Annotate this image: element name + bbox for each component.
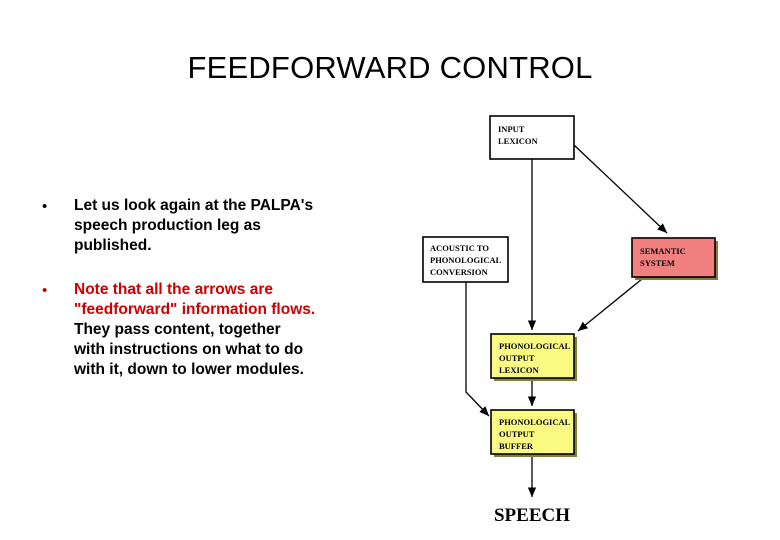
node-label-line: ACOUSTIC TO (430, 243, 489, 253)
node-label-line: PHONOLOGICAL (499, 341, 571, 351)
bullet-marker: • (42, 282, 48, 299)
node-semantic-system[interactable]: SEMANTIC SYSTEM (631, 237, 718, 280)
bullet-line: "feedforward" information flows. (74, 301, 316, 318)
arrow-semantic-system-to-phonological-output-lexicon (577, 278, 643, 332)
node-label-line: INPUT (498, 124, 525, 134)
speech-output-label: SPEECH (494, 505, 570, 526)
node-label-line: LEXICON (499, 365, 540, 375)
bullet-marker: • (42, 198, 48, 215)
node-label-line: PHONOLOGICAL (430, 255, 502, 265)
arrow-input-lexicon-to-semantic-system (573, 144, 668, 234)
bullet-list: • Let us look again at the PALPA's speec… (36, 196, 376, 404)
node-label-line: PHONOLOGICAL (499, 417, 571, 427)
bullet-line: Note that all the arrows are (74, 281, 273, 298)
bullet-line: Let us look again at the PALPA's (74, 197, 314, 214)
node-label-line: SYSTEM (640, 258, 675, 268)
node-label-line: LEXICON (498, 136, 539, 146)
node-phonological-output-lexicon[interactable]: PHONOLOGICAL OUTPUT LEXICON (490, 333, 577, 381)
bullet-line: speech production leg as (74, 217, 261, 234)
list-item: • Let us look again at the PALPA's speec… (36, 196, 376, 256)
node-phonological-output-buffer[interactable]: PHONOLOGICAL OUTPUT BUFFER (490, 409, 577, 457)
bullet-line: with instructions on what to do (74, 341, 304, 358)
page-title: FEEDFORWARD CONTROL (187, 50, 593, 85)
arrow-layer (465, 144, 668, 498)
node-label-line: BUFFER (499, 441, 534, 451)
bullet-text: Let us look again at the PALPA's speech … (74, 196, 376, 256)
node-label-line: SEMANTIC (640, 246, 686, 256)
node-label-line: OUTPUT (499, 353, 535, 363)
arrow-acoustic-conversion-to-phonological-output-buffer (465, 282, 490, 417)
list-item: • Note that all the arrows are "feedforw… (36, 280, 376, 380)
node-label-line: OUTPUT (499, 429, 535, 439)
bullet-line: with it, down to lower modules. (74, 361, 304, 378)
bullet-line: published. (74, 237, 152, 254)
bullet-line: They pass content, together (74, 321, 281, 338)
node-label-line: CONVERSION (430, 267, 488, 277)
bullet-text: Note that all the arrows are "feedforwar… (74, 280, 376, 380)
node-acoustic-to-phonological-conversion[interactable]: ACOUSTIC TO PHONOLOGICAL CONVERSION (422, 236, 509, 283)
node-input-lexicon[interactable]: INPUT LEXICON (489, 115, 575, 160)
